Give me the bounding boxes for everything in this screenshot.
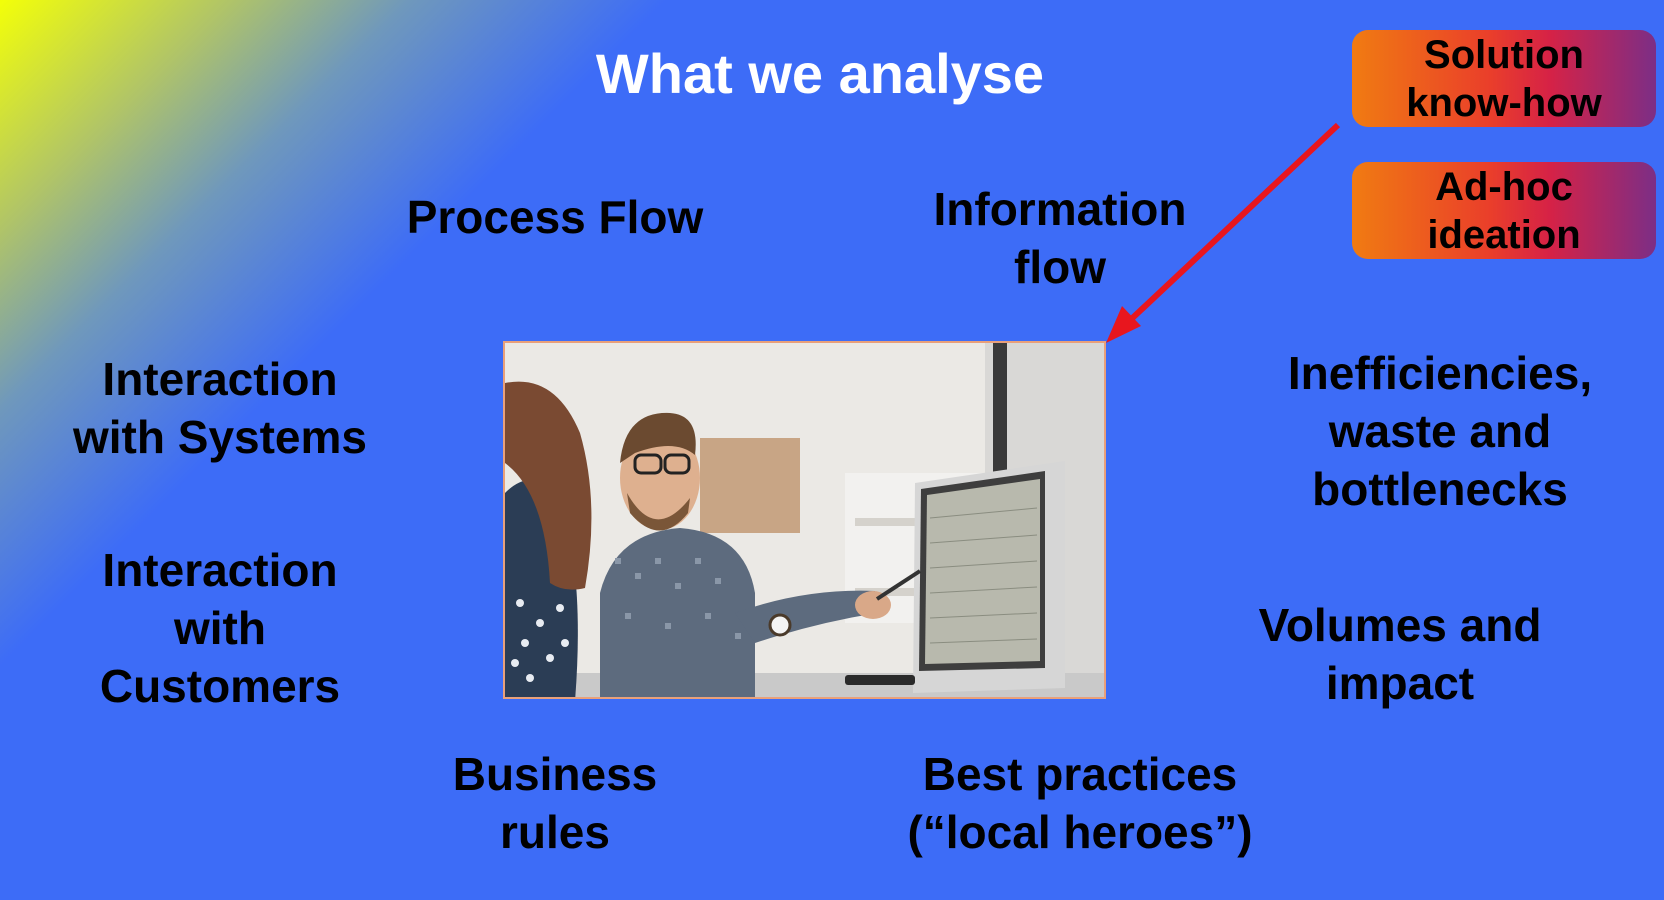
label-line: Volumes and xyxy=(1258,599,1542,651)
label-line: bottlenecks xyxy=(1312,463,1568,515)
arrow-head xyxy=(1106,306,1141,343)
tag-line: know-how xyxy=(1406,80,1602,125)
label-best-practices: Best practices (“local heroes”) xyxy=(880,745,1280,861)
arrow-shaft xyxy=(1122,122,1341,328)
tag-line: Ad-hoc xyxy=(1435,164,1573,209)
label-line: Customers xyxy=(99,660,341,712)
label-line: Process Flow xyxy=(406,191,704,243)
label-interaction-customers: Interaction with Customers xyxy=(60,541,380,715)
tag-line: ideation xyxy=(1427,212,1581,257)
label-inefficiencies: Inefficiencies, waste and bottlenecks xyxy=(1260,344,1620,518)
label-interaction-systems: Interaction with Systems xyxy=(60,350,380,466)
office-photo xyxy=(503,341,1106,699)
label-line: Interaction xyxy=(102,353,338,405)
label-line: (“local heroes”) xyxy=(907,806,1253,858)
label-process-flow: Process Flow xyxy=(380,188,730,246)
label-line: flow xyxy=(1014,241,1106,293)
label-line: with xyxy=(174,602,266,654)
label-line: Inefficiencies, xyxy=(1287,347,1593,399)
label-line: rules xyxy=(500,806,610,858)
tag-line: Solution xyxy=(1424,32,1584,77)
label-line: Interaction xyxy=(102,544,338,596)
label-line: Best practices xyxy=(922,748,1238,800)
label-line: impact xyxy=(1325,657,1475,709)
label-line: Business xyxy=(452,748,658,800)
label-volumes: Volumes and impact xyxy=(1220,596,1580,712)
label-information-flow: Information flow xyxy=(900,180,1220,296)
label-line: waste and xyxy=(1328,405,1552,457)
label-line: with Systems xyxy=(73,411,367,463)
label-line: Information xyxy=(933,183,1187,235)
label-business-rules: Business rules xyxy=(400,745,710,861)
slide-title: What we analyse xyxy=(595,42,1045,105)
office-photo-illustration xyxy=(505,343,1104,697)
tag-ad-hoc-ideation: Ad-hoc ideation xyxy=(1352,162,1656,259)
tag-solution-know-how: Solution know-how xyxy=(1352,30,1656,127)
